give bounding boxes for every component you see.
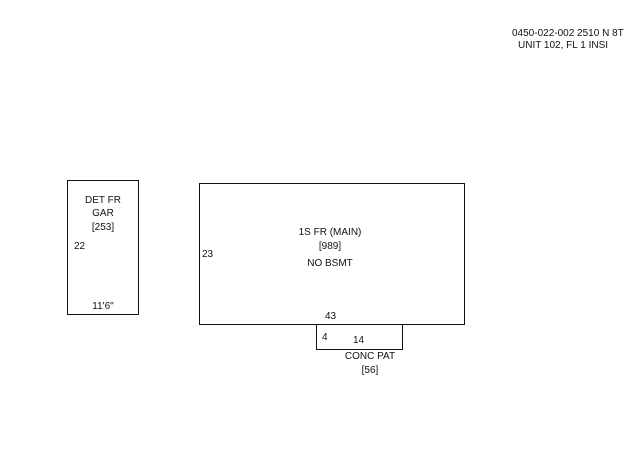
patio-area: [56] — [361, 365, 379, 376]
garage-outline — [67, 180, 139, 315]
main-bottom-dimension: 43 — [325, 311, 337, 322]
patio-outline — [316, 324, 403, 350]
garage-side-dimension: 22 — [74, 241, 86, 252]
patio-side-dimension: 4 — [322, 332, 328, 343]
main-structure-outline — [199, 183, 465, 325]
main-structure-label: 1S FR (MAIN) — [298, 227, 362, 238]
garage-area: [253] — [91, 222, 115, 233]
parcel-address-label: 0450-022-002 2510 N 8T — [512, 28, 624, 39]
patio-width-dimension: 14 — [353, 335, 365, 346]
garage-label-line2: GAR — [92, 208, 114, 219]
main-structure-area: [989] — [318, 241, 342, 252]
unit-floor-label: UNIT 102, FL 1 INSI — [518, 40, 609, 51]
main-side-dimension: 23 — [202, 249, 214, 260]
main-structure-note: NO BSMT — [307, 258, 353, 269]
garage-label-line1: DET FR — [85, 195, 121, 206]
sketch-header: 0450-022-002 2510 N 8T UNIT 102, FL 1 IN… — [512, 28, 640, 52]
garage-bottom-dimension: 11'6" — [92, 301, 114, 312]
patio-label: CONC PAT — [344, 351, 396, 362]
